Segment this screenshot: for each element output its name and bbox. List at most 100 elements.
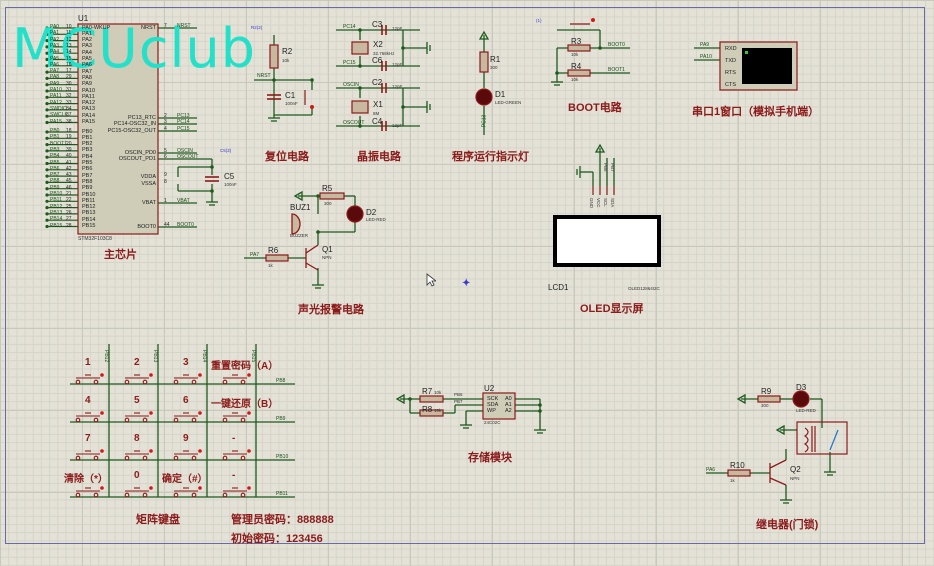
mcu-pin-net: PB10	[50, 191, 63, 197]
keypad-col-pb12: PB12	[103, 350, 109, 363]
mcu-pin-name: PB1	[82, 134, 93, 141]
keypad-button[interactable]	[173, 449, 202, 461]
uart-pin-cts: CTS	[725, 82, 736, 88]
storage-net-pb6: PB6	[454, 392, 463, 397]
mcu-pin-net: PB8	[50, 178, 60, 185]
buzzer-ref: BUZ1	[290, 203, 311, 212]
c5-probe: C5(2)	[220, 148, 232, 153]
mcu-pin-number: 20	[66, 140, 72, 147]
mcu-pin-number: 22	[66, 197, 72, 204]
keypad-key-label: 清除（*）	[64, 474, 108, 485]
mcu-right-pin-name: BOOT0	[137, 223, 156, 230]
mcu-pin-number: 33	[66, 99, 72, 106]
boot-probe: (1)	[536, 18, 542, 23]
mcu-pin-name: PA11	[82, 93, 95, 100]
mcu-pin-name: PB0	[82, 128, 93, 135]
junction-dot	[401, 105, 405, 109]
mcu-pin-net: PB7	[50, 172, 60, 179]
keypad-button[interactable]	[173, 411, 202, 423]
mcu-pin-net: PB1	[50, 134, 60, 141]
mcu-pin-name: PA7	[82, 68, 92, 75]
junction-dot	[358, 28, 362, 32]
u2-pin-a2: A2	[505, 408, 512, 414]
mcu-pin-number: 41	[66, 159, 72, 166]
mcu-pin-number: 32	[66, 93, 72, 100]
mcu-right-pin-name: PC14-OSC32_IN	[113, 120, 156, 127]
indicator-title: 程序运行指示灯	[452, 151, 529, 163]
mcu-right-pin-number: 2	[164, 113, 167, 119]
mcu-pin-number: 18	[66, 128, 72, 134]
c6-ref: C6	[372, 56, 383, 65]
mcu-pin-number: 29	[66, 74, 72, 81]
oled-net-pb7: PB7	[610, 163, 615, 172]
mcu-pin-net: PA10	[50, 87, 62, 93]
keypad-button[interactable]	[173, 486, 202, 498]
keypad-button[interactable]	[75, 411, 104, 423]
reset-title: 复位电路	[265, 151, 309, 163]
q1-value: NPN	[322, 255, 332, 260]
keypad-button[interactable]	[124, 373, 153, 385]
mcu-pin-number: 21	[66, 191, 72, 197]
admin-password: 管理员密码：888888	[231, 514, 334, 526]
mcu-pin-name: PB4	[82, 153, 93, 160]
r9-ref: R9	[761, 387, 772, 396]
x1-value: 8M	[373, 111, 380, 116]
d2-ref: D2	[366, 208, 377, 217]
keypad-button[interactable]	[75, 373, 104, 385]
mcu-pin-net: PB6	[50, 165, 60, 172]
keypad-key-label: 3	[183, 357, 189, 368]
oled-net-pb6: PB6	[603, 163, 608, 172]
mcu-right-pin-net: PC14	[177, 119, 190, 125]
mcu-pin-name: PB13	[82, 210, 96, 217]
junction-dot	[358, 124, 362, 128]
mcu-pin-name: PB11	[82, 197, 96, 204]
keypad-button[interactable]	[75, 486, 104, 498]
storage-net-pb7: PB7	[454, 399, 463, 404]
relay-net: PA6	[706, 467, 716, 473]
keypad-key-label: 2	[134, 357, 140, 368]
keypad-key-label: 4	[85, 395, 91, 406]
keypad-button[interactable]	[222, 411, 251, 423]
mcu-pin-number: 14	[66, 49, 72, 56]
mcu-pin-name: PB12	[82, 204, 96, 211]
mcu-pin-number: 11	[66, 30, 72, 37]
u2-pin-sda: SDA	[487, 402, 499, 408]
keypad-button[interactable]	[222, 373, 251, 385]
crystal-net-oscin: OSCIN	[343, 82, 359, 88]
mcu-pin-net: BOOT1	[50, 140, 67, 147]
d1-value: LED-GREEN	[495, 100, 522, 105]
r4-value: 10k	[571, 77, 579, 82]
mcu-pin-number: 34	[66, 105, 72, 112]
storage-title: 存储模块	[468, 452, 512, 464]
mcu-right-pin-name: PC13_RTC	[127, 114, 156, 121]
mcu-right-pin-net: BOOT0	[177, 222, 194, 228]
q2-ref: Q2	[790, 465, 801, 474]
mcu-right-pin-name: VBAT	[142, 199, 156, 206]
mcu-pin-name: PA14	[82, 112, 96, 119]
uart-pin-txd: TXD	[725, 58, 736, 64]
keypad-button[interactable]	[124, 449, 153, 461]
oled-title: OLED显示屏	[580, 303, 644, 315]
mcu-pin-name: PA13	[82, 106, 96, 113]
keypad-button[interactable]	[222, 486, 251, 498]
r6-ref: R6	[268, 246, 279, 255]
keypad-button[interactable]	[222, 449, 251, 461]
mcu-pin-net: PB14	[50, 216, 63, 223]
mcu-pin-name: PA4	[82, 49, 92, 56]
keypad-button[interactable]	[173, 373, 202, 385]
junction-dot	[210, 165, 214, 169]
keypad-key-label: 8	[134, 433, 140, 444]
keypad-button[interactable]	[124, 411, 153, 423]
keypad-button[interactable]	[75, 449, 104, 461]
mcu-pin-number: 42	[66, 165, 72, 172]
mcu-pin-number: 15	[66, 55, 72, 62]
keypad-button[interactable]	[124, 486, 153, 498]
mcu-right-pin-name: VDDA	[140, 173, 156, 180]
mcu-pin-name: PB9	[82, 185, 93, 192]
mcu-pin-number: 10	[66, 24, 72, 30]
r4-ref: R4	[571, 62, 582, 71]
mcu-pin-name: PA3	[82, 43, 92, 50]
d1-ref: D1	[495, 90, 506, 99]
keypad-key-label: 9	[183, 433, 189, 444]
initial-password: 初始密码：123456	[231, 533, 323, 545]
